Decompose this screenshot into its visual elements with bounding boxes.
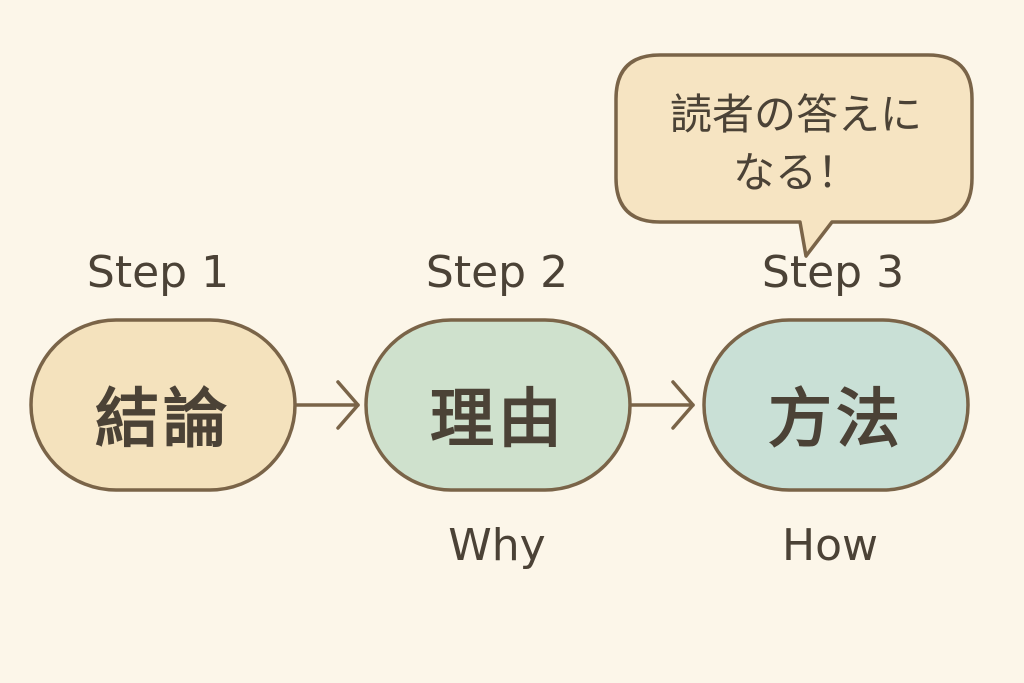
step-1-node xyxy=(29,318,297,492)
step-3-node xyxy=(702,318,970,492)
arrow-1 xyxy=(295,380,360,430)
arrow-2 xyxy=(630,380,695,430)
step-2-title: 理由 xyxy=(430,383,566,457)
speech-bubble xyxy=(614,53,974,258)
speech-bubble-line-1: 読者の答えに xyxy=(669,90,922,139)
step-3-sub-label: How xyxy=(782,520,878,571)
step-2-sub-label: Why xyxy=(448,520,546,571)
step-1-label: Step 1 xyxy=(86,247,230,298)
step-2-node xyxy=(364,318,632,492)
step-1-title: 結論 xyxy=(95,383,231,457)
speech-bubble-text: 読者の答えに なる！ xyxy=(626,86,966,202)
step-2-label: Step 2 xyxy=(425,247,569,298)
step-3-title: 方法 xyxy=(768,383,904,457)
speech-bubble-line-2: なる！ xyxy=(732,148,859,197)
step-3-label: Step 3 xyxy=(761,247,905,298)
